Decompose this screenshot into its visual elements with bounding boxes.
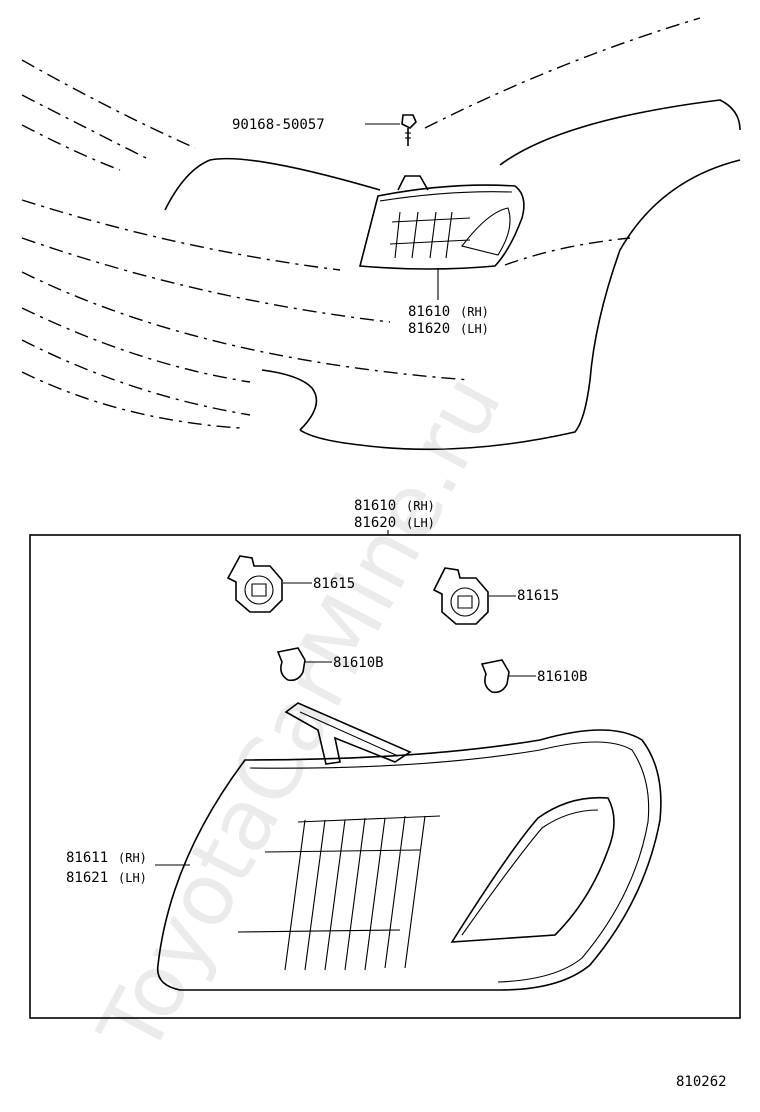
- assy-rh-part-label: 81610: [354, 498, 396, 514]
- corner-lamp-lens: [156, 702, 662, 991]
- lamp-rh-tag: (RH): [460, 305, 489, 319]
- lens-lh-tag: (LH): [118, 871, 147, 885]
- socket-left-icon: [226, 555, 283, 613]
- lens-lh-part-label: 81621: [66, 870, 108, 886]
- corner-lamp-small: [358, 175, 525, 270]
- detail-frame: [29, 534, 741, 1019]
- assy-lh-part-label: 81620: [354, 515, 396, 531]
- lens-rh-tag: (RH): [118, 851, 147, 865]
- assy-rh-tag: (RH): [406, 499, 435, 513]
- screw-icon: [401, 114, 417, 146]
- socket-right-label: 81615: [517, 588, 559, 604]
- socket-right-icon: [432, 567, 489, 625]
- lens-rib-pattern: [237, 815, 441, 971]
- figure-number: 810262: [676, 1074, 727, 1090]
- socket-left-label: 81615: [313, 576, 355, 592]
- lamp-lh-tag: (LH): [460, 322, 489, 336]
- lamp-rh-part-label: 81610: [408, 304, 450, 320]
- lens-rh-part-label: 81611: [66, 850, 108, 866]
- bulb-right-icon: [480, 659, 510, 694]
- vehicle-body-outline: [21, 17, 741, 451]
- watermark-text: ToyotaCarMine.ru: [80, 360, 521, 1071]
- assy-lh-tag: (LH): [406, 516, 435, 530]
- bulb-right-label: 81610B: [537, 669, 588, 685]
- bulb-left-label: 81610B: [333, 655, 384, 671]
- bulb-left-icon: [276, 647, 306, 682]
- screw-part-label: 90168-50057: [232, 117, 325, 133]
- lamp-lh-part-label: 81620: [408, 321, 450, 337]
